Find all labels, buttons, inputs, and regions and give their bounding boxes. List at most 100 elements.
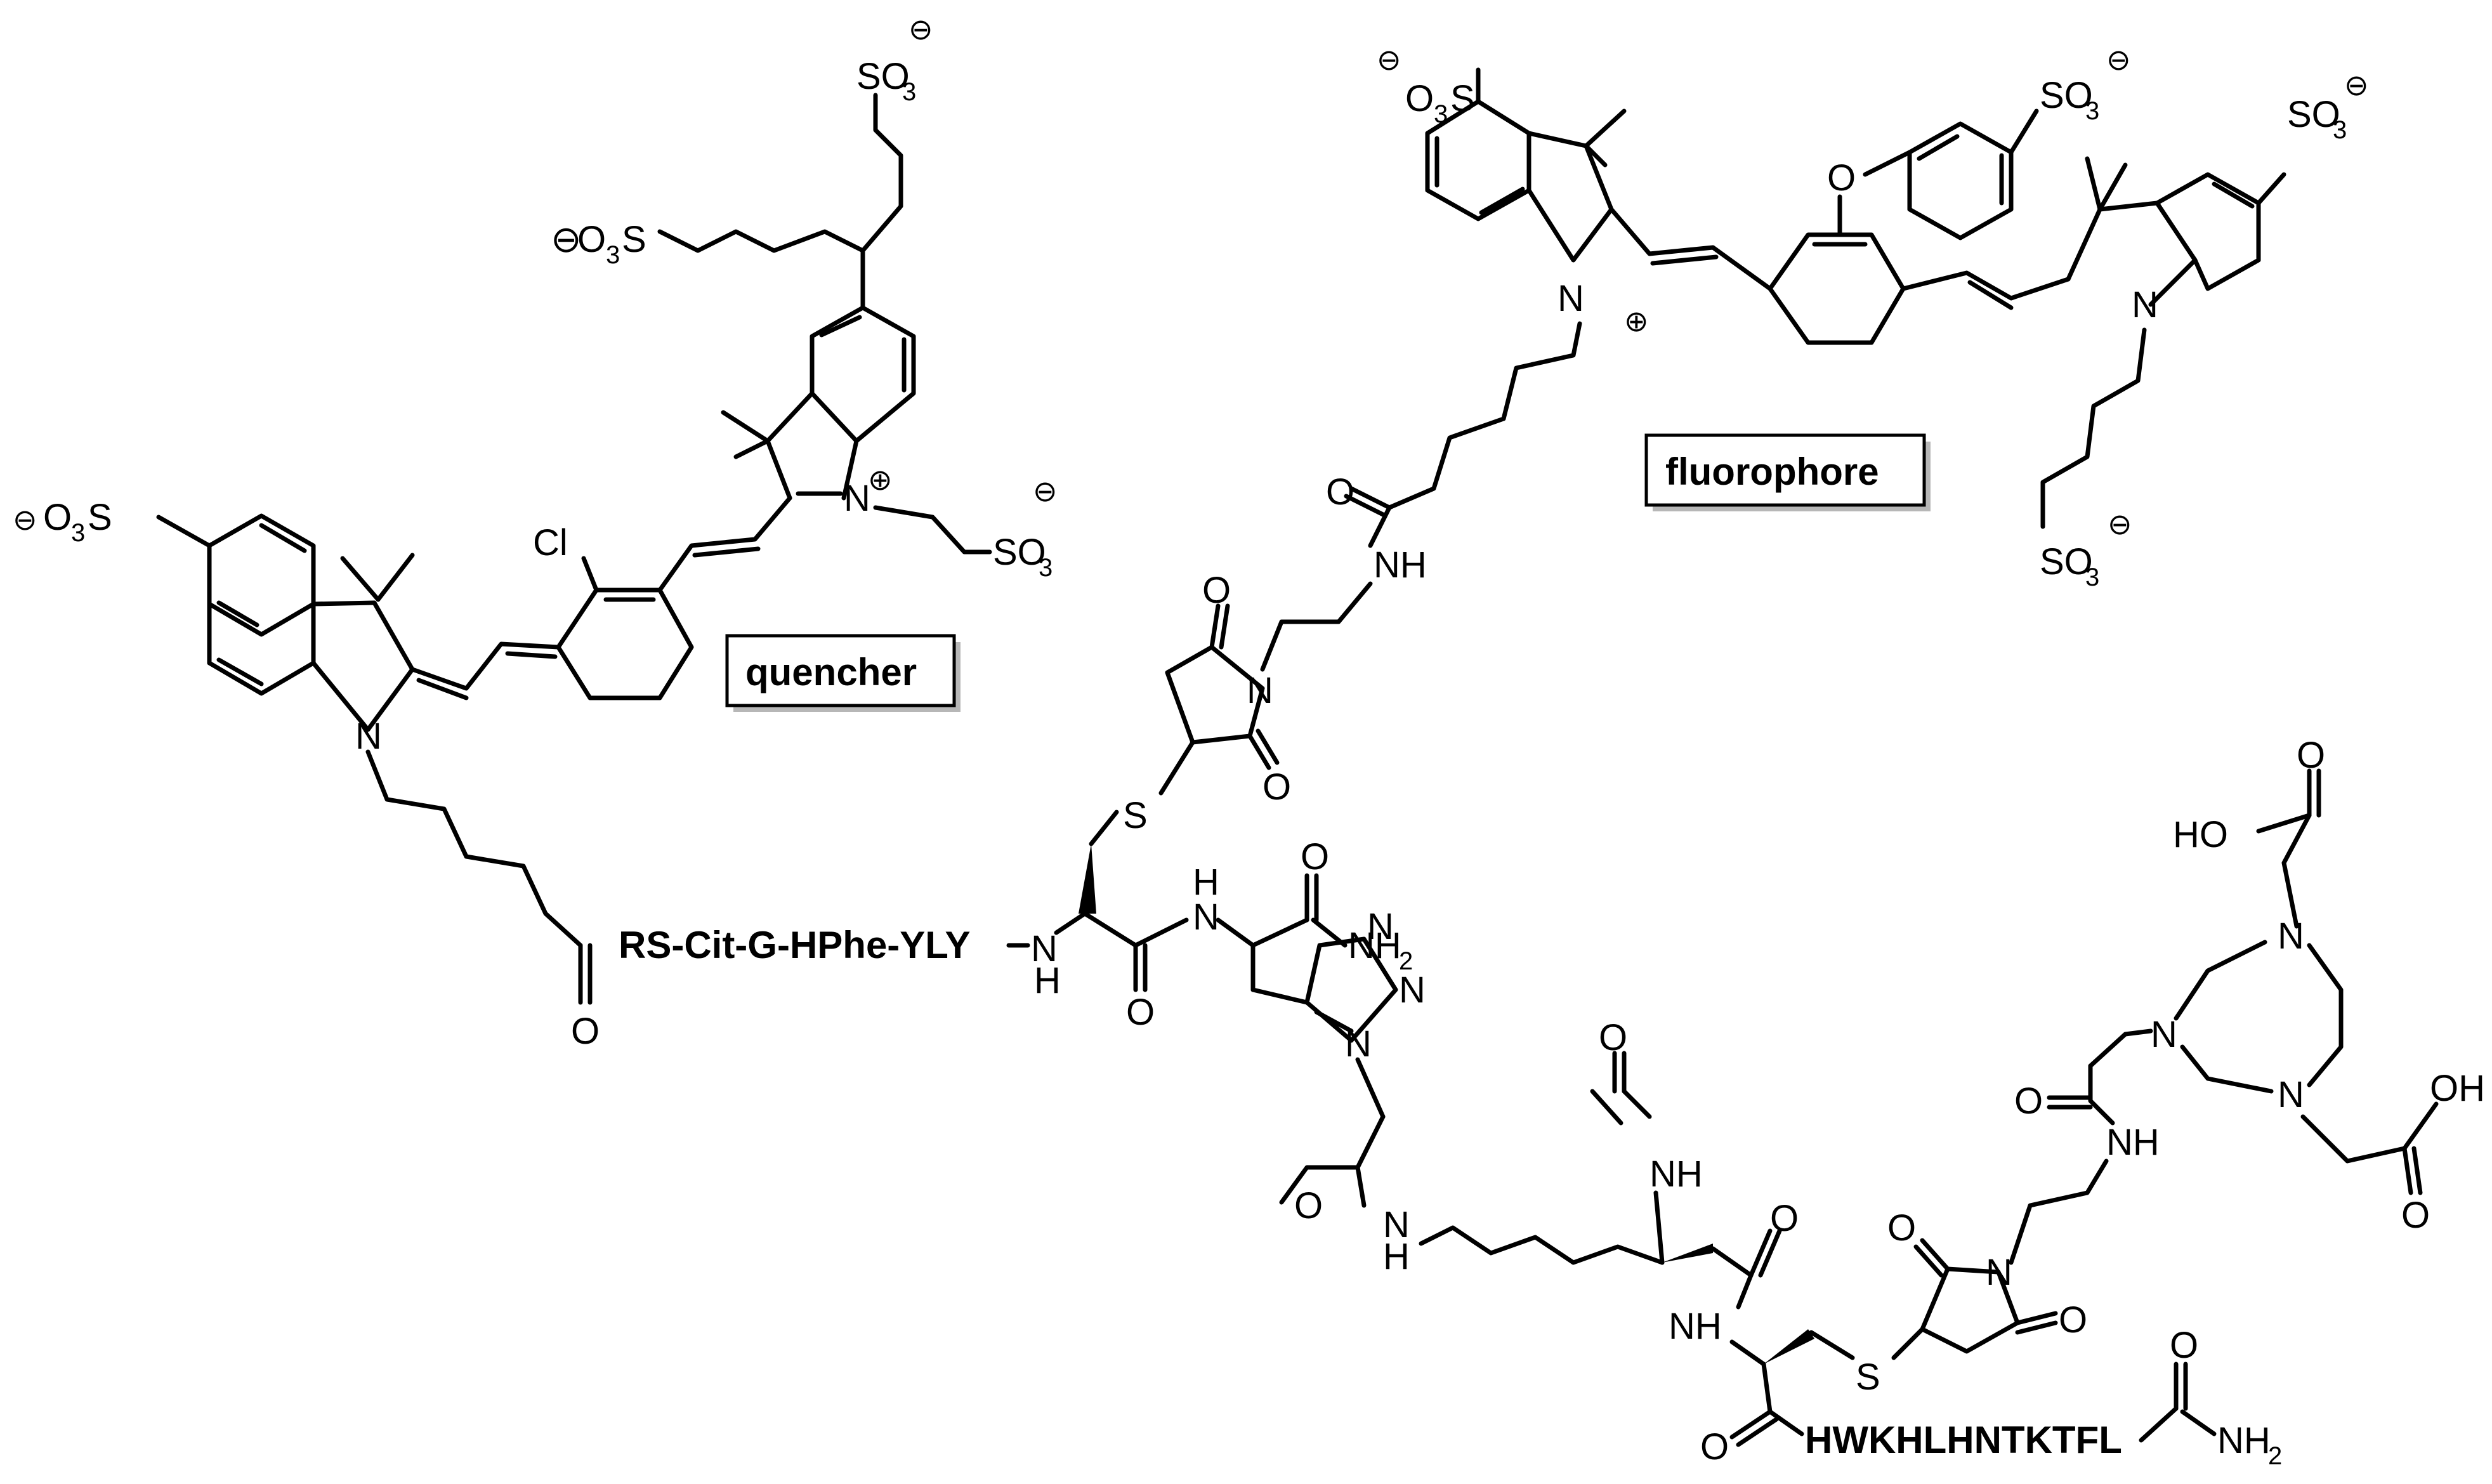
quencher-sulfonate-3-o: O (577, 219, 606, 260)
central-linker: O O N S O N H H N O NH 2 N N N (1031, 570, 1426, 1277)
quencher-sulfonate-2: SO (993, 532, 1046, 573)
central-cys-oxygen: O (1126, 992, 1155, 1033)
fluorophore-amide-oxygen: O (1326, 471, 1354, 513)
quencher-dye: ⊖ O 3 S N Cl N ⊕ SO 3 ⊖ (13, 13, 1058, 1052)
dota-succinimide-nitrogen: N (1986, 1252, 2012, 1293)
quencher-propyl-chain (873, 505, 992, 555)
quencher-branch-chain (657, 229, 865, 310)
fluorophore-sulfonate-2-sub: 3 (2085, 97, 2099, 125)
c-terminal-amide-oxygen: O (2170, 1325, 2198, 1366)
quencher-upper-benzene (810, 305, 916, 443)
c-terminal-peptide-sequence: HWKHLHNTKTFL (1805, 1419, 2122, 1461)
fluorophore-right-benzene (2154, 172, 2261, 291)
fluorophore-right-indole-nitrogen: N (2132, 284, 2158, 325)
fluorophore-indolium-nitrogen: N (1558, 278, 1584, 319)
triazole-n2: N (1399, 969, 1426, 1011)
fluorophore-left-indole-ring (1526, 131, 1614, 263)
quencher-carbonyl-oxygen: O (571, 1011, 600, 1052)
fluorophore-sulfonate-4-charge: ⊖ (2108, 508, 2132, 541)
triazole-n1: N (1367, 906, 1394, 947)
dota-n1: N (2151, 1014, 2177, 1055)
acetyl-oxygen: O (1599, 1017, 1627, 1058)
fluorophore-label: fluorophore (1665, 450, 1879, 493)
quencher-tag: quencher (725, 634, 961, 712)
central-cys-backbone (1054, 911, 1189, 948)
dota-acid2-oxygen: O (2401, 1195, 2430, 1236)
fluorophore-indolium-charge: ⊕ (1624, 305, 1649, 338)
dota-acid1-oh: HO (2173, 814, 2228, 855)
c-terminal-amide-sub: 2 (2268, 1442, 2282, 1470)
fluorophore-sulfonate-4: SO (2040, 541, 2093, 582)
quencher-sulfonate-3-sub: 3 (606, 241, 620, 269)
lysine-carbonyl-oxygen: O (1770, 1198, 1799, 1239)
fluorophore-polymethine-left (1609, 207, 1773, 291)
quencher-sulfonate-3-charge: ⊖ (551, 219, 582, 260)
fluorophore-sulfonate-1-charge: ⊖ (1377, 43, 1401, 76)
fluorophore-dye: ⊖ O 3 S N ⊕ O SO 3 ⊖ N (1326, 43, 2369, 591)
fluorophore-sulfonate-1-s: S (1450, 78, 1475, 119)
cys2-carbonyl-oxygen: O (1700, 1426, 1729, 1468)
quencher-sulfonate-2-charge: ⊖ (1033, 475, 1058, 508)
lysine-amide-nh: NH (1669, 1306, 1722, 1347)
quencher-naphthalene-ring-1 (207, 513, 316, 637)
quencher-sulfonate-3-s: S (622, 219, 646, 260)
quencher-sulfonate-4-charge: ⊖ (908, 13, 933, 46)
quencher-indole-ring (311, 600, 415, 732)
lysine-nh-n: N (1383, 1204, 1410, 1245)
dota-succinimide-oxygen-top: O (1887, 1207, 1916, 1249)
fluorophore-polymethine-right (1901, 270, 2071, 301)
quencher-sulfonate-1-s: S (88, 497, 112, 538)
quencher-sulfonate-4: SO (856, 56, 910, 97)
dota-acid1-oxygen: O (2297, 735, 2325, 776)
central-thioether-sulfur: S (1123, 795, 1148, 836)
fluorophore-butyl-chain (2040, 327, 2147, 529)
fluorophore-sulfonate-3: SO (2287, 94, 2340, 135)
dota-n2: N (2278, 916, 2304, 957)
quencher-polymethine-upper (657, 496, 792, 593)
fluorophore-tag: fluorophore (1644, 433, 1931, 511)
quencher-nh-h: H (1034, 960, 1061, 1001)
quencher-hexanoyl-linker (365, 749, 583, 948)
fluorophore-phenoxy-benzene (1907, 121, 2014, 240)
central-succinimide (1165, 645, 1265, 745)
quencher-indolium-charge: ⊕ (868, 463, 893, 496)
fluorophore-sulfonate-3-charge: ⊖ (2344, 69, 2369, 102)
fluorophore-cyclohexene (1767, 232, 1906, 345)
quencher-polymethine (410, 641, 561, 691)
central-succinimide-nitrogen: N (1247, 670, 1273, 711)
quencher-sulfonate-1-sub: 3 (71, 519, 85, 547)
quencher-sulfonate-2-sub: 3 (1039, 554, 1053, 582)
dota-succinimide (1920, 1266, 2020, 1354)
central-succinimide-oxygen-bottom: O (1262, 766, 1291, 808)
lysine-alpha-nh: NH (1649, 1153, 1703, 1195)
central-triazole (1304, 936, 1398, 1043)
dota-amide-oxygen: O (2014, 1080, 2043, 1122)
quencher-nh-n: N (1031, 928, 1058, 969)
quencher-sulfonate-4-sub: 3 (902, 78, 916, 106)
acetamide-oxygen: O (1294, 1185, 1323, 1226)
fluorophore-sulfonate-1-sub: 3 (1434, 100, 1448, 128)
fluorophore-sulfonate-4-sub: 3 (2085, 563, 2099, 591)
central-terminal-amide-sub: 2 (1399, 947, 1413, 975)
lysine-dota-region: O NH O NH S O HWKHLHNTKTFL O NH 2 O (1419, 735, 2485, 1470)
lysine-nh-h: H (1383, 1236, 1410, 1277)
central-amide2-oxygen: O (1301, 836, 1329, 877)
dota-n3: N (2278, 1074, 2304, 1115)
fluorophore-ether-oxygen: O (1827, 157, 1856, 199)
quencher-upper-indole-ring (765, 391, 859, 501)
central-amide-n: N (1193, 896, 1219, 938)
quencher-indolium-nitrogen: N (844, 478, 870, 519)
central-amide-h: H (1193, 862, 1219, 903)
fluorophore-amide-nh: NH (1374, 544, 1427, 586)
quencher-peptide-sequence: RS-Cit-G-HPhe-YLY (619, 924, 970, 966)
fluorophore-sulfonate-3-sub: 3 (2333, 116, 2347, 144)
c-terminal-amide: NH (2217, 1420, 2271, 1461)
fluorophore-sulfonate-2-charge: ⊖ (2106, 43, 2131, 76)
dota-linker-nh: NH (2106, 1122, 2160, 1163)
quencher-label: quencher (745, 651, 917, 693)
fluorophore-sulfonate-2: SO (2040, 75, 2093, 116)
quencher-sulfonate-1-charge: ⊖ (13, 503, 37, 536)
central-succinimide-oxygen-top: O (1202, 570, 1231, 611)
quencher-cyclohexene (556, 588, 694, 700)
